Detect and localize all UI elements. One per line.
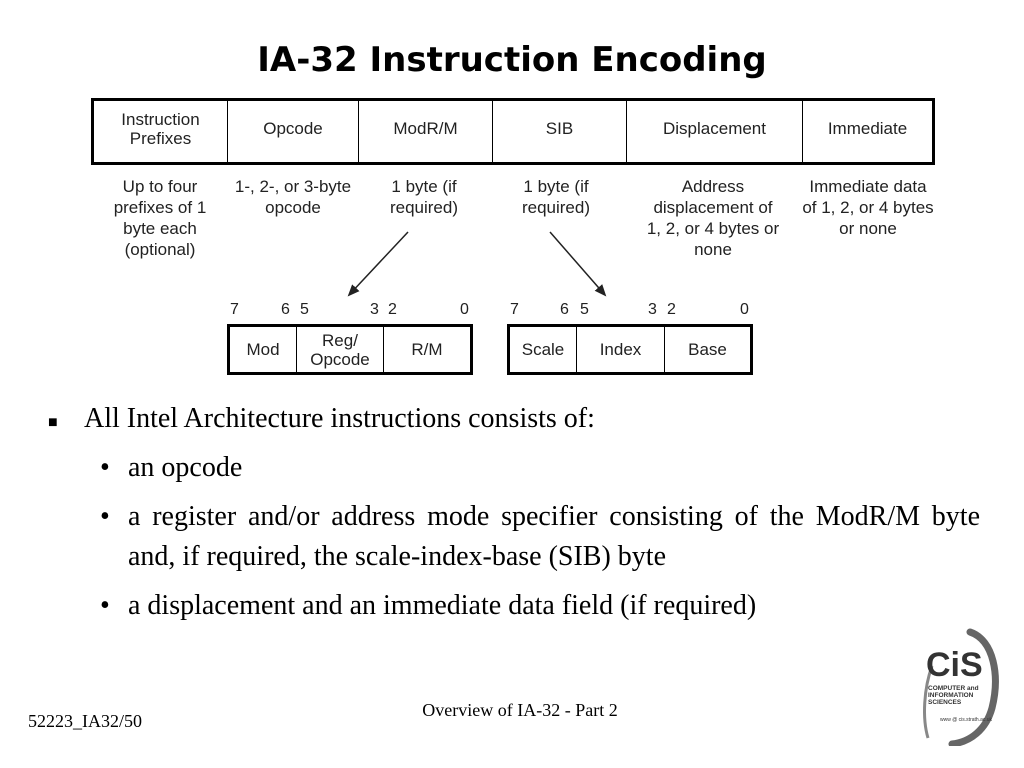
modrm-byte-diagram: Mod Reg/ Opcode R/M [227, 324, 473, 375]
modrm-bit-7: 7 [230, 301, 239, 318]
modrm-arrow [347, 231, 409, 297]
dot-bullet-icon: • [100, 590, 110, 621]
modrm-bit-0: 0 [460, 301, 469, 318]
dot-bullet-icon: • [100, 501, 110, 532]
sub-bullet-text: an opcode [128, 452, 243, 483]
logo-text: CiS [926, 646, 983, 684]
desc-opcode: 1-, 2-, or 3-byte opcode [234, 177, 352, 217]
bullet-main: ■ All Intel Architecture instructions co… [48, 402, 980, 436]
sib-bit-5: 5 [580, 301, 589, 318]
dot-bullet-icon: • [100, 452, 110, 483]
sib-scale-field: Scale [510, 327, 577, 372]
svg-text:www @ cis.strath.ac.uk: www @ cis.strath.ac.uk [940, 717, 993, 723]
footer-title: Overview of IA-32 - Part 2 [422, 700, 618, 720]
sib-index-field: Index [577, 327, 665, 372]
sub-bullet: • an opcode [48, 448, 980, 488]
sib-bit-2: 2 [667, 301, 676, 318]
sub-bullet: • a register and/or address mode specifi… [48, 497, 980, 577]
desc-displacement: Address displacement of 1, 2, or 4 bytes… [646, 177, 780, 259]
slide-number: 52223_IA32/50 [28, 711, 142, 731]
modrm-bit-3: 3 [370, 301, 379, 318]
bullet-list: ■ All Intel Architecture instructions co… [48, 402, 980, 635]
modrm-bit-5: 5 [300, 301, 309, 318]
desc-immediate: Immediate data of 1, 2, or 4 bytes or no… [802, 177, 934, 238]
sub-bullet-text: a displacement and an immediate data fie… [128, 590, 757, 621]
field-displacement: Displacement [627, 101, 803, 162]
sib-base-field: Base [688, 340, 727, 359]
modrm-bit-6: 6 [281, 301, 290, 318]
field-sib: SIB [493, 101, 627, 162]
modrm-reg-opcode-field: Reg/ Opcode [297, 327, 384, 372]
cis-logo-icon: CiS COMPUTER and INFORMATION SCIENCES ww… [923, 628, 999, 746]
sub-bullet: • a displacement and an immediate data f… [48, 586, 980, 626]
sib-bit-0: 0 [740, 301, 749, 318]
modrm-bit-2: 2 [388, 301, 397, 318]
sib-bit-7: 7 [510, 301, 519, 318]
desc-instruction-prefixes: Up to four prefixes of 1 byte each (opti… [113, 177, 207, 259]
svg-text:INFORMATION: INFORMATION [928, 692, 974, 699]
field-opcode: Opcode [228, 101, 359, 162]
instruction-format-diagram: Instruction Prefixes Opcode ModR/M SIB D… [91, 98, 935, 165]
desc-sib: 1 byte (if required) [521, 177, 591, 217]
slide-title: IA-32 Instruction Encoding [257, 40, 767, 80]
bullet-main-text: All Intel Architecture instructions cons… [84, 403, 595, 434]
arrows-layer [347, 231, 607, 297]
sib-bit-6: 6 [560, 301, 569, 318]
modrm-rm-field: R/M [411, 340, 443, 359]
field-modrm: ModR/M [359, 101, 493, 162]
sib-bit-3: 3 [648, 301, 657, 318]
square-bullet-icon: ■ [48, 414, 58, 431]
svg-text:COMPUTER and: COMPUTER and [928, 685, 979, 692]
field-immediate: Immediate [827, 119, 908, 138]
desc-modrm: 1 byte (if required) [389, 177, 459, 217]
sib-arrow [549, 231, 607, 297]
sub-bullet-text: a register and/or address mode specifier… [128, 501, 980, 572]
sib-byte-diagram: Scale Index Base [507, 324, 753, 375]
svg-text:SCIENCES: SCIENCES [928, 699, 962, 706]
field-instruction-prefixes: Instruction Prefixes [94, 101, 228, 162]
modrm-mod-field: Mod [230, 327, 297, 372]
